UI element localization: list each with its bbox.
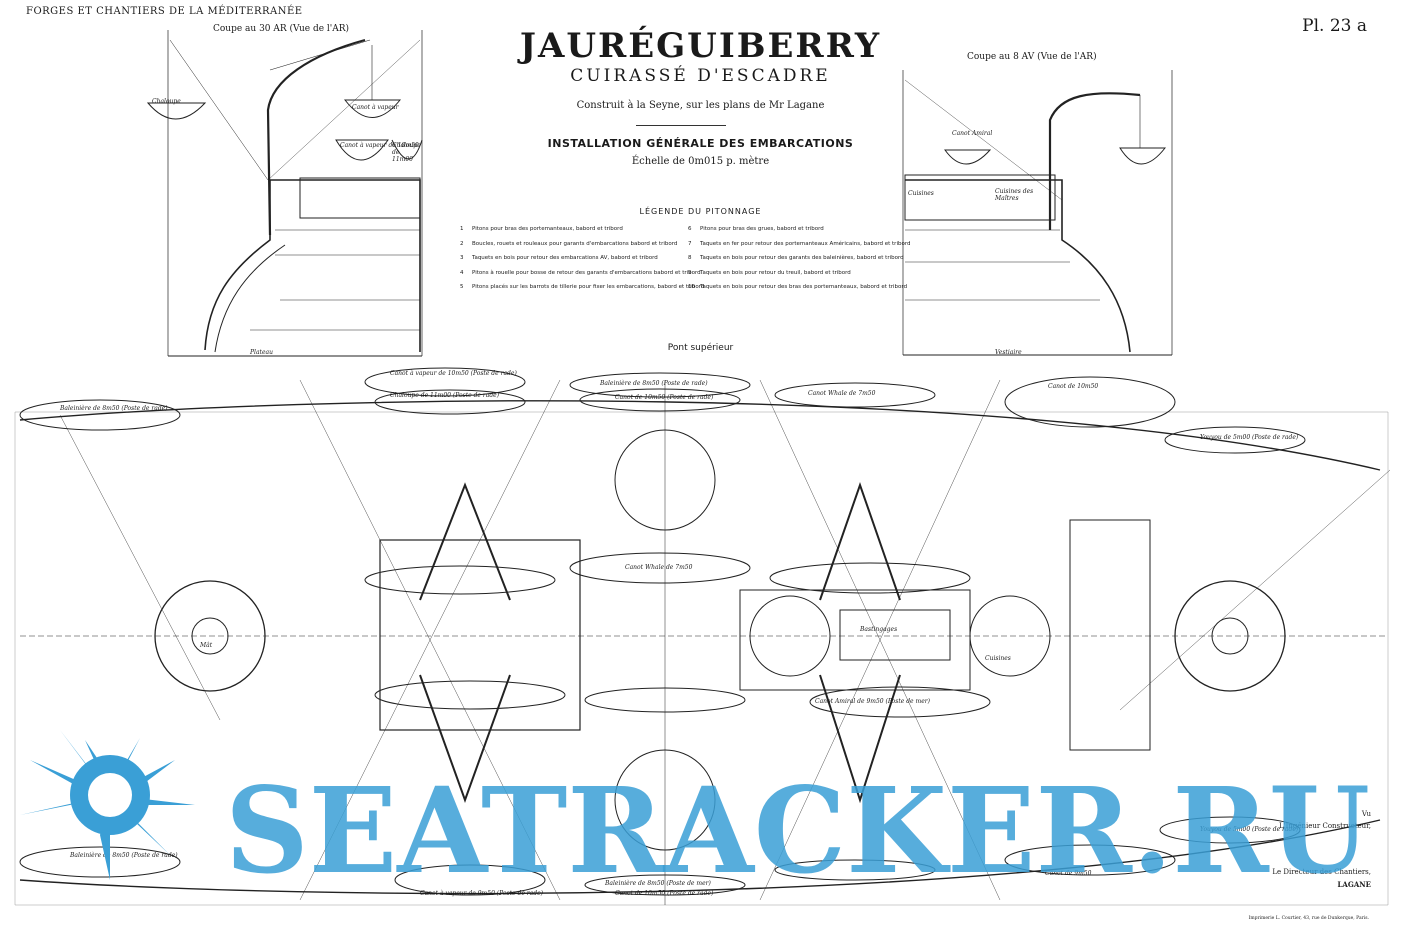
boat-label: Canot de 10m50 (1048, 383, 1099, 390)
boat-label: Canot à vapeur de 10m50 (Poste de rade) (390, 370, 517, 377)
left-boat-label: Canot à vapeur de 10m50 (340, 142, 419, 149)
deck-label: Pont supérieur (667, 343, 734, 353)
sunburst-logo-icon (20, 730, 195, 880)
legend-title: LÉGENDE DU PITONNAGE (639, 207, 762, 216)
ship-name: JAURÉGUIBERRY (519, 26, 882, 66)
boat-label: Youyou de 5m00 (Poste de rade) (1200, 826, 1299, 833)
right-boat-label: Canot Amiral (952, 130, 993, 137)
seen-mark: Vu (1361, 810, 1371, 818)
boat-label: Baleinière de 8m50 (Poste de rade) (600, 380, 708, 387)
left-boat-label: Chaloupe de 11m00 (392, 142, 421, 163)
deck-center-label: Cuisines (985, 655, 1011, 662)
company-name: FORGES ET CHANTIERS DE LA MÉDITERRANÉE (26, 6, 303, 17)
right-floor-label: Vestiaire (995, 349, 1022, 356)
director-name: LAGANE (1337, 880, 1372, 889)
watermark-text: SEATRACKER.RU (225, 761, 1370, 900)
left-floor-label: Plateau (250, 349, 273, 356)
boat-label: Canot à vapeur de 9m50 (Poste de rade) (420, 890, 543, 897)
drawing-title: INSTALLATION GÉNÉRALE DES EMBARCATIONS (547, 137, 854, 150)
deck-center-label: Canot Amiral de 9m50 (Poste de mer) (815, 698, 930, 705)
ship-type: CUIRASSÉ D'ESCADRE (570, 66, 831, 86)
boat-label: Canot de 10m50 (Poste de rade) (615, 394, 714, 401)
boat-label: Canot Whale de 7m50 (808, 390, 876, 397)
left-boat-label: Canot à vapeur (352, 104, 399, 111)
deck-center-label: Canot Whale de 7m50 (625, 564, 693, 571)
right-boat-label: Cuisines des Maîtres (995, 188, 1034, 202)
right-section-label: Coupe au 8 AV (Vue de l'AR) (967, 52, 1097, 62)
engineer-title: L'Ingénieur Constructeur, (1279, 822, 1371, 830)
deck-center-label: Bastingages (860, 626, 898, 633)
drawing-scale: Échelle de 0m015 p. mètre (631, 156, 770, 167)
left-boat-label: Chaloupe (152, 98, 181, 105)
builder-note: Construit à la Seyne, sur les plans de M… (576, 100, 825, 111)
director-title: Le Directeur des Chantiers, (1272, 868, 1371, 876)
boat-label: Canot de 10m50 (Poste de rade) (615, 890, 714, 897)
boat-label: Baleinière de 8m50 (Poste de mer) (605, 880, 711, 887)
deck-center-label: Mât (200, 642, 213, 649)
boat-label: Youyou de 5m00 (Poste de rade) (1200, 434, 1299, 441)
boat-label: Chaloupe de 11m00 (Poste de rade) (390, 392, 500, 399)
left-section-label: Coupe au 30 AR (Vue de l'AR) (213, 24, 350, 34)
boat-label: Baleinière de 8m50 (Poste de rade) (70, 852, 178, 859)
printer-credit: Imprimerie L. Courtier, 43, rue de Dunke… (1248, 916, 1369, 921)
right-boat-label: Cuisines (908, 190, 934, 197)
plate-number: Pl. 23 a (1302, 16, 1367, 36)
boat-label: Canot de 9m50 (1045, 870, 1092, 877)
title-divider (636, 125, 726, 126)
boat-label: Baleinière de 8m50 (Poste de rade) (60, 405, 168, 412)
